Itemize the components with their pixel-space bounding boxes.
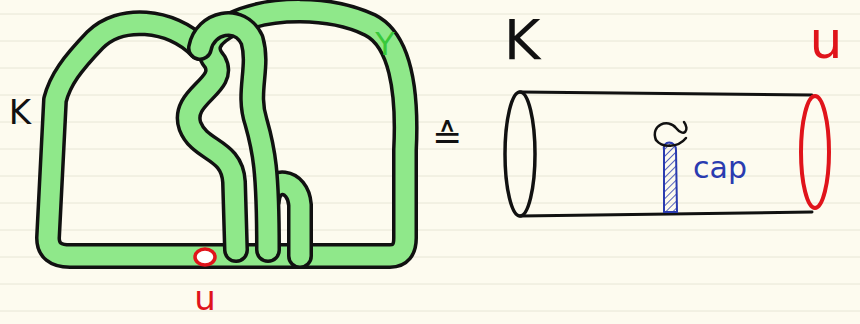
knot-label: K	[504, 12, 541, 68]
cylinder	[505, 92, 829, 216]
unknot-circle	[195, 249, 215, 265]
knot-label: u	[810, 14, 843, 66]
handle-twist	[655, 122, 687, 140]
knot-label: K	[9, 95, 31, 129]
cap-strip	[664, 143, 677, 213]
correspondence-symbol: ≙	[432, 119, 462, 155]
knot-label: u	[194, 281, 216, 315]
knot-label: Y	[375, 28, 395, 60]
knot-label: cap	[693, 153, 747, 183]
seifert-surface	[48, 11, 406, 256]
